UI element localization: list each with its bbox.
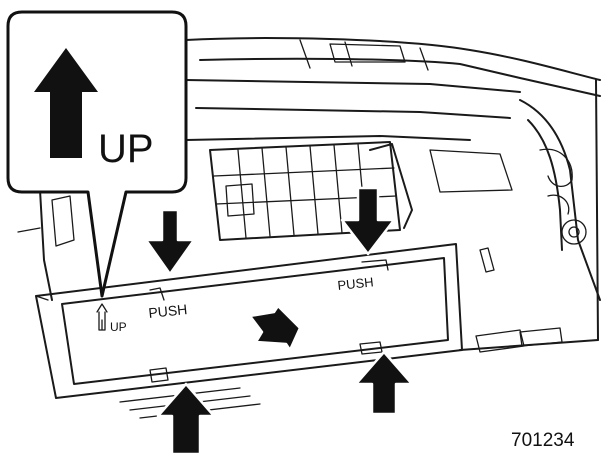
lift-arrow-left-icon xyxy=(156,382,216,456)
push-arrow-left-icon xyxy=(144,208,196,276)
push-arrow-right-icon xyxy=(340,186,396,256)
push-label-right: PUSH xyxy=(337,274,374,293)
pull-arrow-icon xyxy=(248,304,302,352)
up-label-small: UP xyxy=(110,320,127,334)
big-up-arrow-icon xyxy=(34,48,98,158)
push-label-left: PUSH xyxy=(148,301,188,321)
cover-labels: PUSH PUSH UP xyxy=(96,274,374,334)
figure-number: 701234 xyxy=(511,430,575,451)
small-up-arrow-icon xyxy=(96,303,108,331)
lift-arrow-right-icon xyxy=(354,350,414,416)
up-callout: UP xyxy=(6,10,188,298)
dashboard-housing xyxy=(17,37,601,341)
callout-up-label: UP xyxy=(98,127,154,171)
lift-arrows xyxy=(156,350,414,456)
push-arrows xyxy=(144,186,396,276)
filter-cover xyxy=(35,243,599,419)
